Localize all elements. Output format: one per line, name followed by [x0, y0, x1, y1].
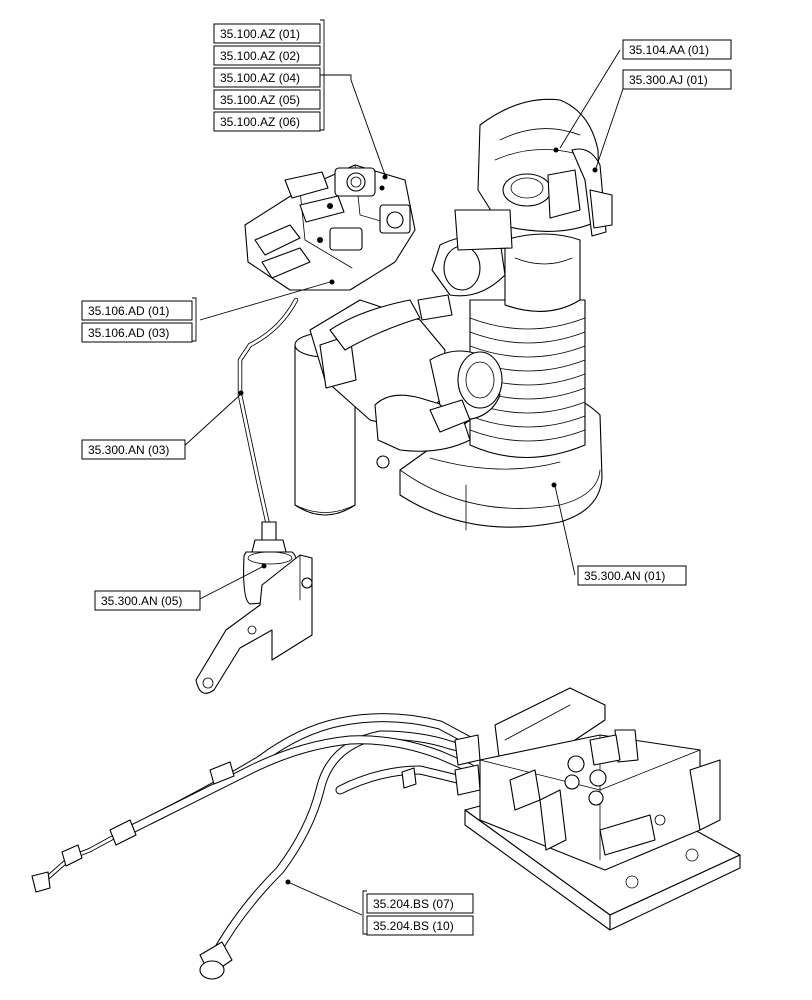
ref-label-35-300-an-05[interactable]: 35.300.AN (05): [94, 590, 201, 611]
svg-text:35.204.BS (07): 35.204.BS (07): [373, 897, 454, 911]
svg-text:35.204.BS (10): 35.204.BS (10): [373, 919, 454, 933]
svg-text:35.104.AA (01): 35.104.AA (01): [629, 43, 709, 57]
leader-lines: [181, 49, 627, 916]
svg-text:35.100.AZ (06): 35.100.AZ (06): [220, 115, 300, 129]
ref-label-35-106-ad-03[interactable]: 35.106.AD (03): [81, 322, 193, 343]
reference-label-group-35-100-az: 35.100.AZ (01) 35.100.AZ (02) 35.100.AZ …: [213, 19, 325, 132]
svg-text:35.106.AD (03): 35.106.AD (03): [88, 326, 169, 340]
svg-text:35.300.AN (01): 35.300.AN (01): [584, 569, 665, 583]
leader-dots: [238, 147, 598, 885]
hose-fittings: [31, 734, 481, 980]
svg-text:35.300.AN (05): 35.300.AN (05): [101, 594, 182, 608]
ref-label-35-100-az-06[interactable]: 35.100.AZ (06): [213, 111, 321, 132]
ref-label-35-300-an-03[interactable]: 35.300.AN (03): [81, 439, 186, 460]
ref-label-35-300-an-01[interactable]: 35.300.AN (01): [577, 565, 687, 586]
reference-label-group-35-204-bs: 35.204.BS (07) 35.204.BS (10): [362, 890, 474, 936]
ref-label-35-100-az-01[interactable]: 35.100.AZ (01): [213, 23, 321, 44]
lower-control-assembly: [31, 687, 741, 980]
svg-text:35.100.AZ (05): 35.100.AZ (05): [220, 93, 300, 107]
upper-hydraulic-assembly: [195, 98, 613, 694]
svg-text:35.106.AD (01): 35.106.AD (01): [88, 304, 169, 318]
reference-label-group-35-106-ad: 35.106.AD (01) 35.106.AD (03): [81, 297, 197, 343]
control-console: [464, 687, 741, 931]
ref-label-35-204-bs-10[interactable]: 35.204.BS (10): [366, 915, 474, 936]
ref-label-35-100-az-02[interactable]: 35.100.AZ (02): [213, 45, 321, 66]
svg-text:35.100.AZ (04): 35.100.AZ (04): [220, 71, 300, 85]
ref-label-35-100-az-05[interactable]: 35.100.AZ (05): [213, 89, 321, 110]
svg-text:35.300.AN (03): 35.300.AN (03): [88, 443, 169, 457]
svg-text:35.100.AZ (02): 35.100.AZ (02): [220, 49, 300, 63]
ref-label-35-204-bs-07[interactable]: 35.204.BS (07): [366, 893, 474, 914]
svg-text:35.100.AZ (01): 35.100.AZ (01): [220, 27, 300, 41]
ref-label-35-106-ad-01[interactable]: 35.106.AD (01): [81, 300, 193, 321]
ref-label-35-300-aj-01[interactable]: 35.300.AJ (01): [622, 69, 732, 90]
ref-label-35-100-az-04[interactable]: 35.100.AZ (04): [213, 67, 321, 88]
svg-text:35.300.AJ (01): 35.300.AJ (01): [629, 73, 708, 87]
valve-block: [244, 164, 416, 291]
suction-hose: [329, 209, 513, 351]
small-filter-bracket: [195, 521, 313, 694]
ref-label-35-104-aa-01[interactable]: 35.104.AA (01): [622, 39, 732, 60]
